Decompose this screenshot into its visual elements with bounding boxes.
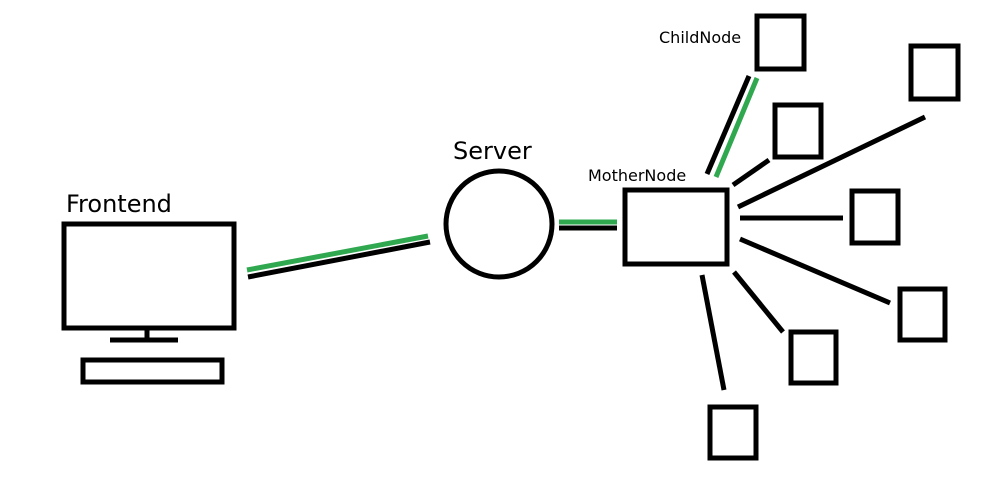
- frontend-server-link-black: [247, 239, 431, 280]
- frontend-server-link-green: [246, 233, 429, 273]
- child-link-2: [731, 157, 771, 188]
- childnode-link: [704, 75, 760, 178]
- mother-node: [622, 187, 730, 267]
- child-node-7: [707, 404, 759, 461]
- server-mothernode-link: [559, 219, 617, 231]
- childnode-link-black: [704, 75, 752, 175]
- server-label: Server: [453, 137, 532, 165]
- child-node: [754, 13, 807, 72]
- child-node-2: [772, 102, 824, 160]
- mother-node-label: MotherNode: [588, 166, 686, 185]
- child-link-3: [736, 114, 927, 210]
- child-node-4: [849, 188, 901, 246]
- child-node-6: [788, 329, 839, 386]
- frontend-label: Frontend: [66, 190, 172, 218]
- child-node-5: [897, 286, 948, 343]
- child-link-5: [739, 236, 891, 306]
- server-node: [443, 168, 555, 280]
- frontend-computer: [61, 221, 237, 385]
- frontend-keyboard: [80, 357, 225, 385]
- child-node-label: ChildNode: [659, 28, 741, 47]
- child-link-6: [732, 270, 785, 334]
- other-child-nodes: [699, 43, 961, 461]
- childnode-link-green: [713, 77, 760, 178]
- child-link-7: [699, 274, 727, 391]
- frontend-monitor: [61, 221, 237, 331]
- frontend-server-link: [246, 233, 431, 280]
- child-node-3: [908, 43, 961, 102]
